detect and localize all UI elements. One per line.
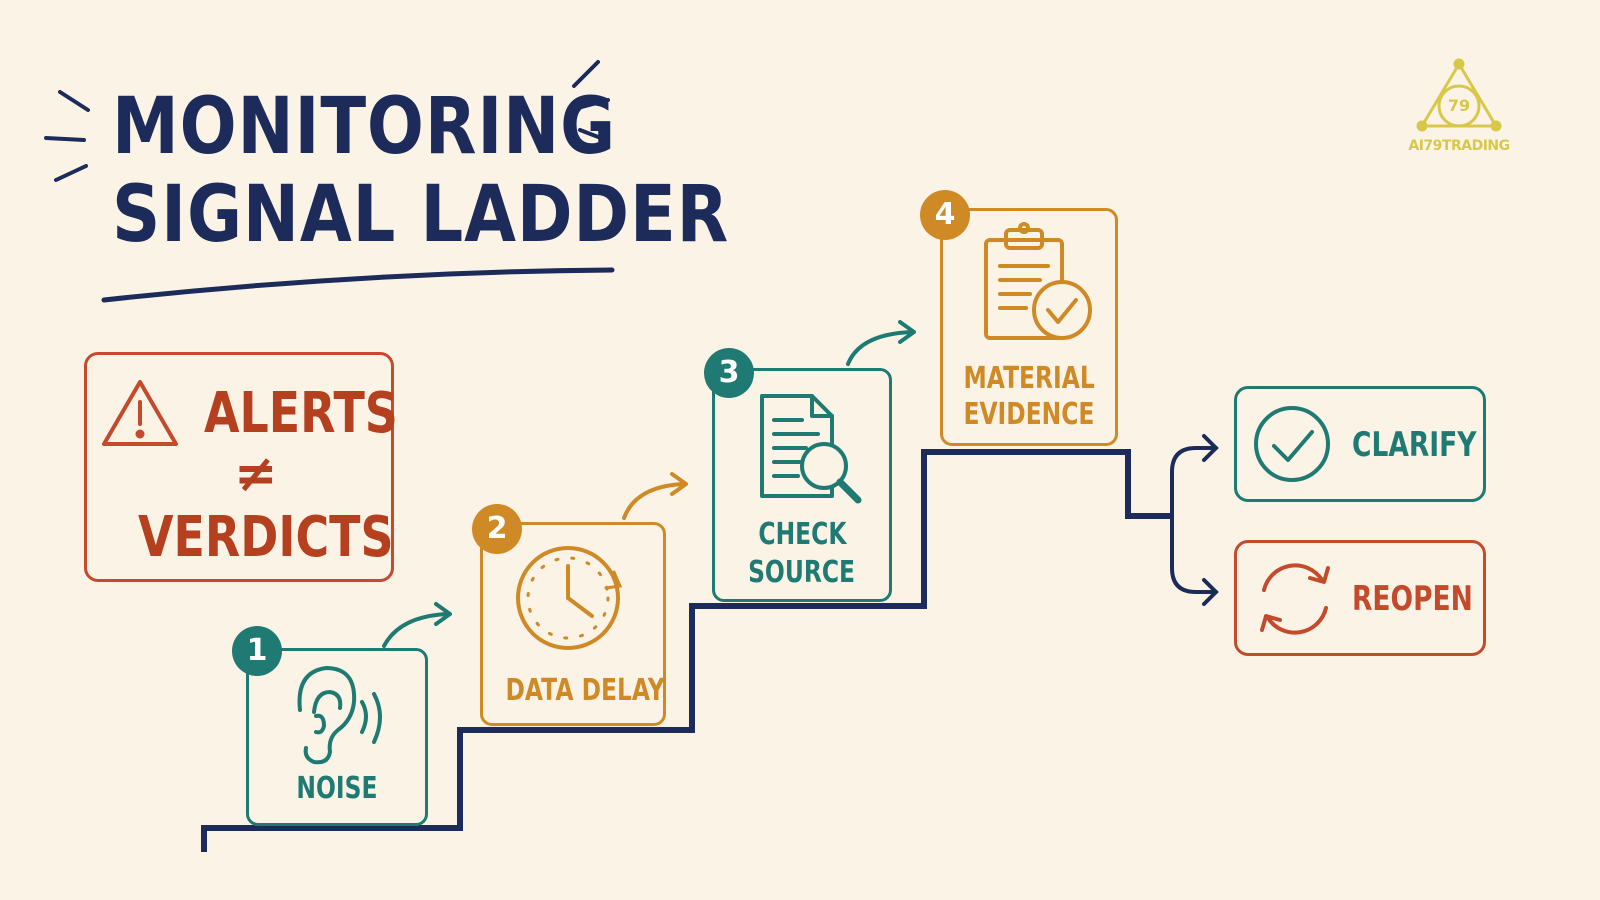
- step-label-material: MATERIAL: [963, 361, 1095, 396]
- step-label-check-source-2: SOURCE: [748, 555, 856, 590]
- title-emphasis-marks: [44, 60, 610, 182]
- clipboard-check-icon: [984, 222, 1092, 340]
- staircase-line: [201, 449, 1172, 852]
- outcome-clarify: [1234, 386, 1486, 502]
- step-arrow-3-to-4: [846, 320, 916, 366]
- title-underline: [101, 267, 615, 303]
- step-badge-3: 3: [704, 348, 754, 398]
- alerts-label: ALERTS: [204, 381, 398, 446]
- title-line-2: SIGNAL LADDER: [112, 170, 730, 260]
- document-search-icon: [760, 394, 862, 504]
- branch-arrows: [1170, 434, 1219, 606]
- step-arrow-2-to-3: [622, 472, 688, 520]
- outcome-label-clarify: CLARIFY: [1352, 425, 1477, 465]
- step-card-check-source: CHECK SOURCE: [712, 368, 892, 602]
- outcome-reopen: [1234, 540, 1486, 656]
- step-card-data-delay: DATA DELAY: [480, 522, 666, 726]
- step-arrow-1-to-2: [382, 602, 452, 648]
- not-equal-symbol: ≠: [234, 444, 278, 504]
- title-line-1: MONITORING: [112, 82, 617, 172]
- step-badge-2: 2: [472, 504, 522, 554]
- alerts-verdicts-box: [84, 352, 394, 582]
- step-badge-4: 4: [920, 190, 970, 240]
- ear-icon: [297, 665, 382, 765]
- step-label-evidence: EVIDENCE: [963, 397, 1095, 432]
- logo-mark-text: 79: [1447, 96, 1471, 115]
- check-circle-icon: [1254, 406, 1330, 482]
- warning-icon: [102, 380, 178, 446]
- verdicts-label: VERDICTS: [138, 505, 394, 570]
- outcome-label-reopen: REOPEN: [1352, 579, 1473, 619]
- logo-icon: [1416, 58, 1502, 132]
- step-label-noise: NOISE: [296, 771, 378, 806]
- step-badge-1: 1: [232, 626, 282, 676]
- step-card-noise: NOISE: [246, 648, 428, 826]
- logo-text: AI79TRADING: [1408, 138, 1510, 154]
- step-label-data-delay: DATA DELAY: [505, 673, 665, 708]
- step-card-material-evidence: MATERIAL EVIDENCE: [940, 208, 1118, 446]
- clock-icon: [516, 546, 623, 650]
- refresh-icon: [1260, 563, 1330, 635]
- step-label-check-source: CHECK: [757, 517, 847, 552]
